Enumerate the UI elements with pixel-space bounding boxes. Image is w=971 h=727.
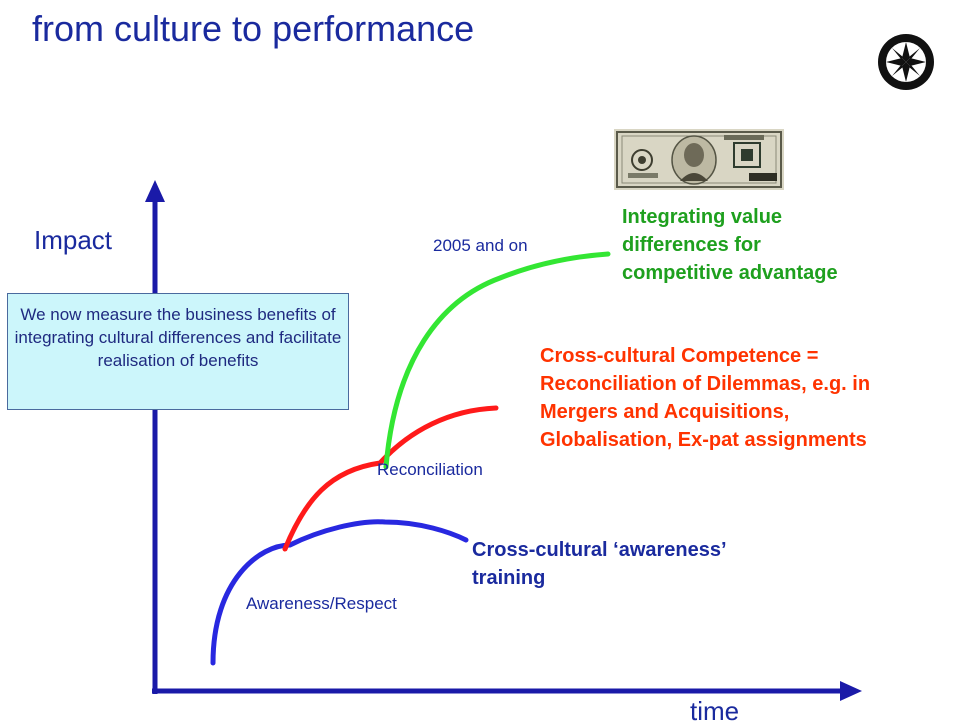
reconciliation-curve (282, 405, 499, 552)
stage-label-reconciliation: Reconciliation (377, 460, 483, 479)
dollar-bill-image (614, 129, 784, 190)
outcome-integrating: Integrating value differences for compet… (622, 206, 838, 284)
integration-curve (383, 251, 611, 470)
y-axis-arrowhead (145, 180, 165, 202)
stage-label-awareness: Awareness/Respect (246, 594, 397, 613)
awareness-curve (210, 519, 469, 666)
x-axis-label: time (690, 696, 740, 726)
outcome-awareness-training: Cross-cultural ‘awareness’ training (472, 539, 727, 589)
y-axis-label: Impact (34, 225, 113, 255)
compass-logo-icon (878, 34, 934, 90)
info-box: We now measure the business benefits of … (7, 293, 349, 410)
slide-title: from culture to performance (32, 8, 475, 49)
stage-label-2005: 2005 and on (433, 236, 528, 255)
x-axis-arrowhead (840, 681, 862, 701)
outcome-reconciliation: Cross-cultural Competence = Reconciliati… (540, 345, 871, 451)
